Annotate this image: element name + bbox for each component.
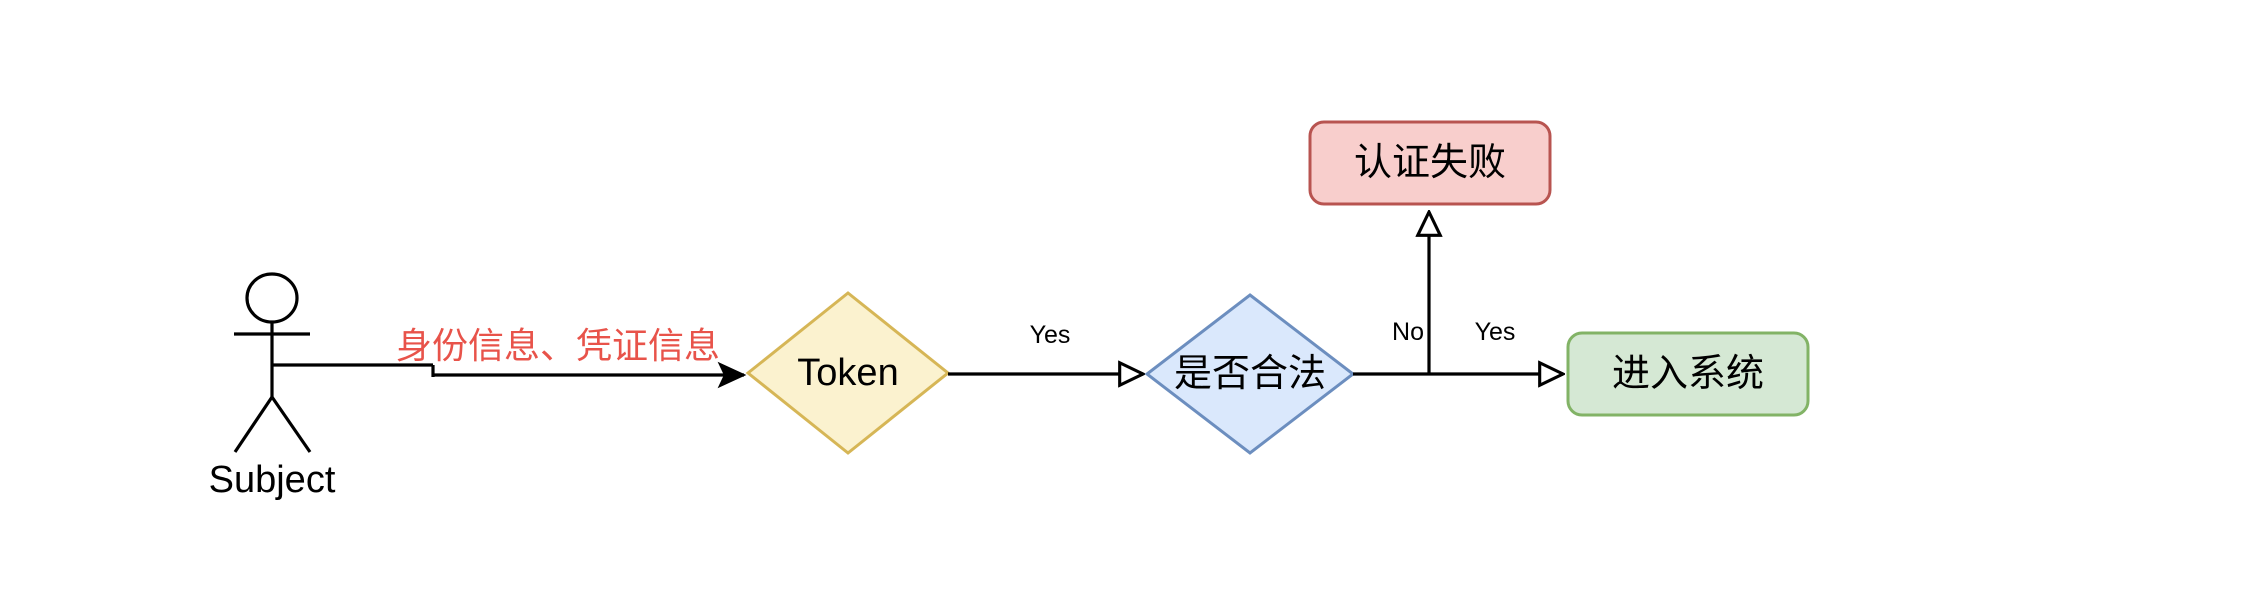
edge-is-legal-to-enter-system[interactable]: Yes	[1353, 318, 1563, 374]
node-token-shape	[745, 291, 951, 455]
node-is-legal[interactable]: 是否合法	[1144, 293, 1356, 455]
node-auth-failed[interactable]: 认证失败	[1308, 120, 1552, 206]
node-token[interactable]: Token	[745, 291, 951, 455]
stick-figure-head-icon	[245, 272, 299, 324]
node-enter-system-label: 进入系统	[1612, 353, 1764, 395]
node-is-legal-label: 是否合法	[1174, 353, 1326, 395]
actor-subject-label: Subject	[209, 459, 336, 501]
node-enter-system-shape	[1566, 331, 1810, 417]
edge-is-legal-to-enter-system-label: Yes	[1475, 318, 1516, 346]
actor-subject[interactable]: Subject	[209, 272, 336, 501]
node-auth-failed-shape	[1308, 120, 1552, 206]
node-enter-system[interactable]: 进入系统	[1566, 331, 1810, 417]
node-auth-failed-label: 认证失败	[1354, 142, 1506, 184]
node-token-label: Token	[797, 352, 898, 394]
stick-figure-leg-right-icon	[270, 396, 312, 453]
edge-is-legal-to-auth-failed[interactable]: No	[1392, 212, 1429, 374]
edge-is-legal-to-auth-failed-label: No	[1392, 318, 1424, 346]
stick-figure-leg-left-icon	[233, 396, 274, 453]
node-is-legal-shape	[1144, 293, 1356, 455]
edge-subject-to-token[interactable]: 身份信息、凭证信息	[272, 325, 747, 389]
edge-subject-to-token-label: 身份信息、凭证信息	[396, 325, 720, 366]
edge-token-to-is-legal-label: Yes	[1030, 321, 1071, 349]
edge-token-to-is-legal[interactable]: Yes	[948, 321, 1143, 374]
